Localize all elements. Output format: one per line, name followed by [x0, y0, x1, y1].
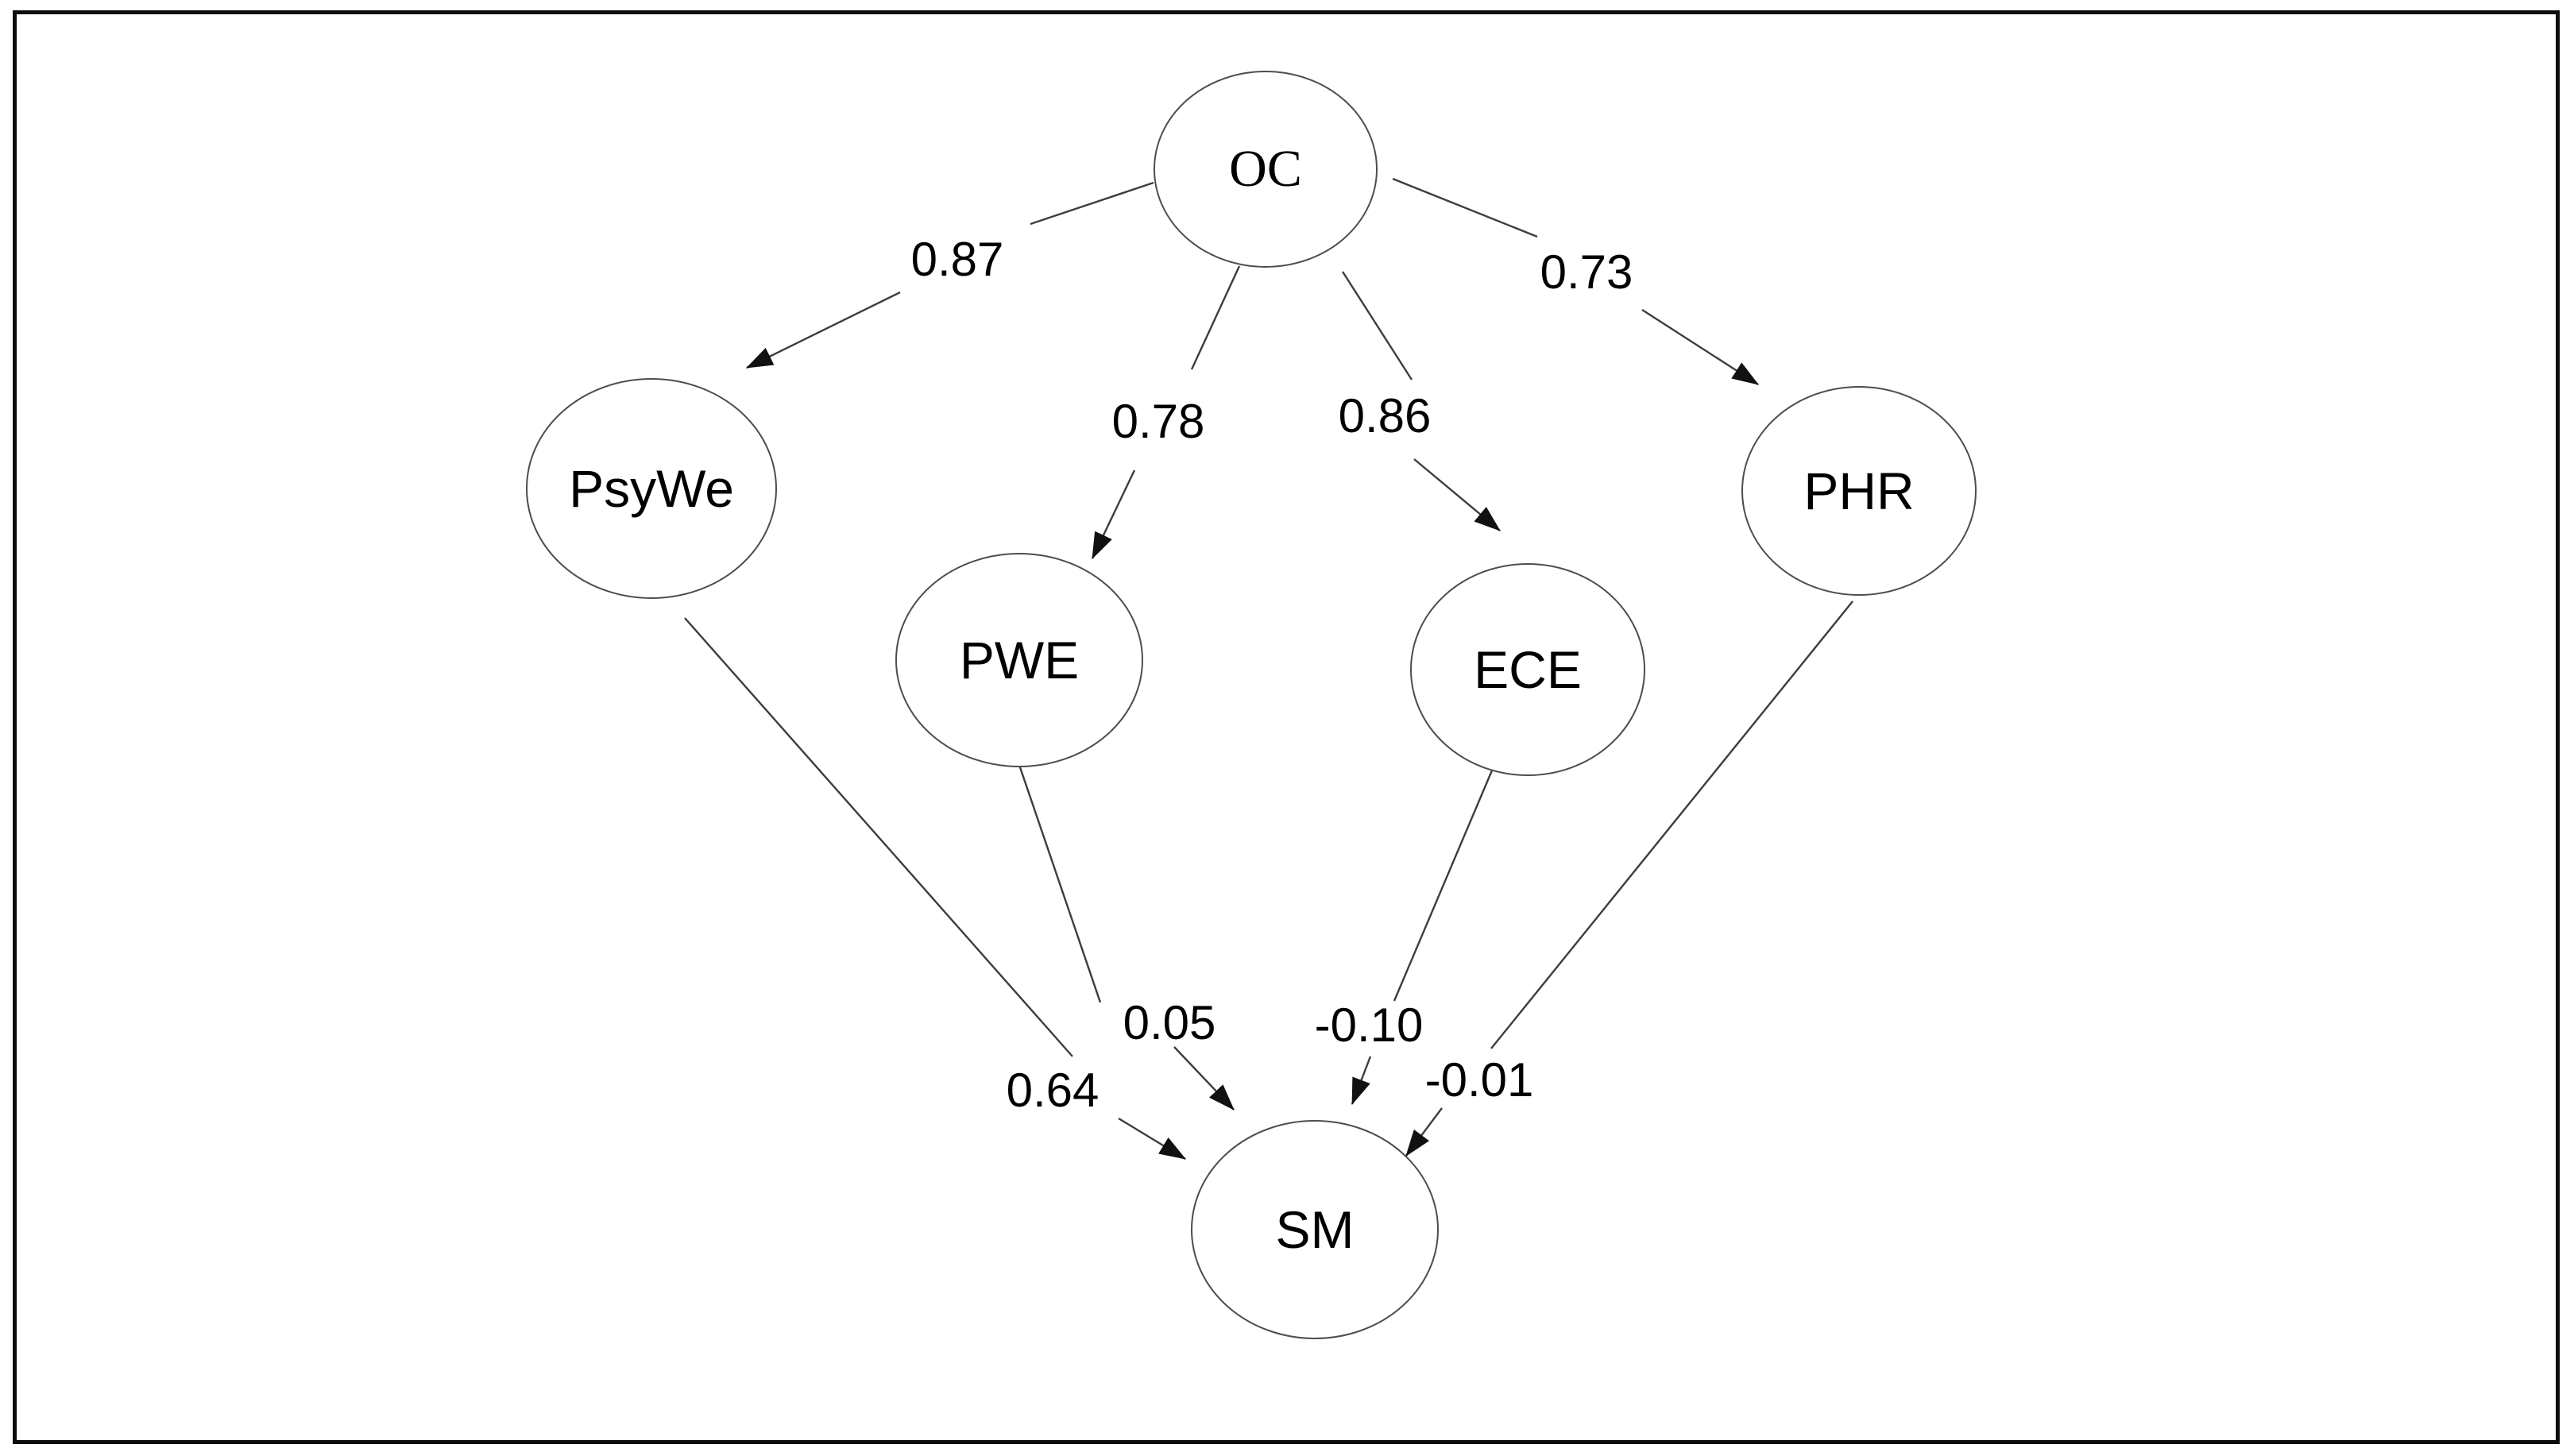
slide-border-frame — [13, 10, 2560, 1444]
edge-psywe-to-sm-arrow-segment — [1118, 1117, 1187, 1161]
edge-ece-to-sm-arrow-segment — [1351, 1056, 1372, 1106]
edge-oc-to-psywe-segment — [1030, 181, 1154, 226]
edge-oc-to-ece-arrow-segment — [1413, 458, 1501, 531]
nodes-group — [526, 71, 1977, 1339]
edge-oc-to-pwe-segment — [1190, 265, 1241, 370]
node-sm-ellipse — [1191, 1120, 1439, 1339]
edge-phr-to-sm-arrow-segment — [1405, 1107, 1443, 1157]
node-psywe-ellipse — [526, 378, 777, 599]
node-ece-ellipse — [1410, 563, 1645, 776]
edge-oc-to-phr-arrow-segment — [1641, 308, 1760, 386]
node-phr-ellipse — [1741, 386, 1977, 596]
edge-psywe-to-sm-segment — [684, 617, 1073, 1057]
edges-group — [684, 177, 1853, 1161]
edge-phr-to-sm-segment — [1490, 601, 1853, 1049]
node-oc-ellipse — [1154, 71, 1378, 268]
node-pwe-ellipse — [895, 553, 1143, 767]
edge-oc-to-psywe-arrow-segment — [745, 291, 901, 369]
edge-oc-to-phr-segment — [1392, 177, 1538, 238]
edge-ece-to-sm-segment — [1393, 770, 1494, 1002]
edge-pwe-to-sm-arrow-segment — [1173, 1046, 1235, 1110]
edge-oc-to-pwe-arrow-segment — [1091, 469, 1136, 560]
edge-oc-to-ece-segment — [1341, 271, 1413, 380]
edge-pwe-to-sm-segment — [1007, 734, 1102, 1003]
